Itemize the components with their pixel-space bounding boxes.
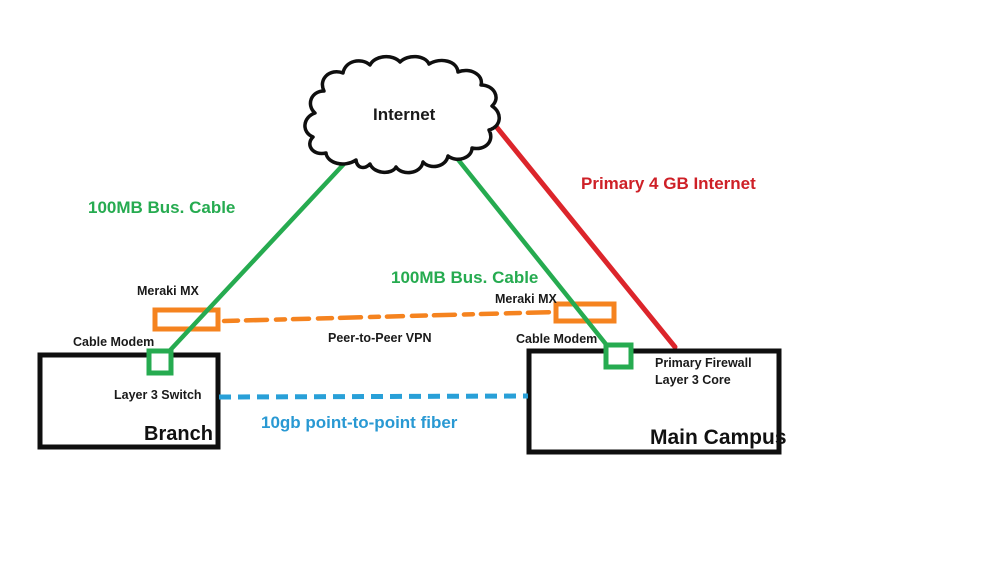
main-campus-box [526, 348, 782, 455]
link-primary-internet [483, 111, 678, 350]
cable-modem-right-shape [603, 342, 634, 370]
link-fiber [218, 393, 529, 400]
link-label-branch-cable: 100MB Bus. Cable [88, 198, 236, 217]
link-label-primary-internet: Primary 4 GB Internet [581, 174, 756, 193]
meraki-mx-left-label: Meraki MX [137, 284, 199, 298]
cable-modem-left-label: Cable Modem [73, 335, 155, 349]
link-campus-internet-backup [449, 149, 616, 356]
main-campus-name-label: Main Campus [650, 426, 787, 449]
branch-box [37, 352, 221, 450]
meraki-mx-left-shape [152, 307, 221, 332]
campus-device-label-line2: Layer 3 Core [655, 373, 731, 387]
cable-modem-right-label: Cable Modem [516, 332, 598, 346]
cable-modem-left-shape [146, 348, 174, 376]
link-peer-vpn [221, 309, 559, 324]
link-label-peer-vpn: Peer-to-Peer VPN [328, 331, 432, 345]
branch-name-label: Branch [144, 423, 213, 445]
branch-device-label: Layer 3 Switch [114, 388, 202, 402]
link-label-fiber: 10gb point-to-point fiber [261, 413, 458, 432]
link-label-campus-cable: 100MB Bus. Cable [391, 268, 539, 287]
link-branch-internet [158, 148, 359, 363]
cloud-label: Internet [373, 105, 436, 124]
campus-device-label-line1: Primary Firewall [655, 356, 752, 370]
internet-cloud [303, 54, 501, 175]
meraki-mx-right-label: Meraki MX [495, 292, 557, 306]
